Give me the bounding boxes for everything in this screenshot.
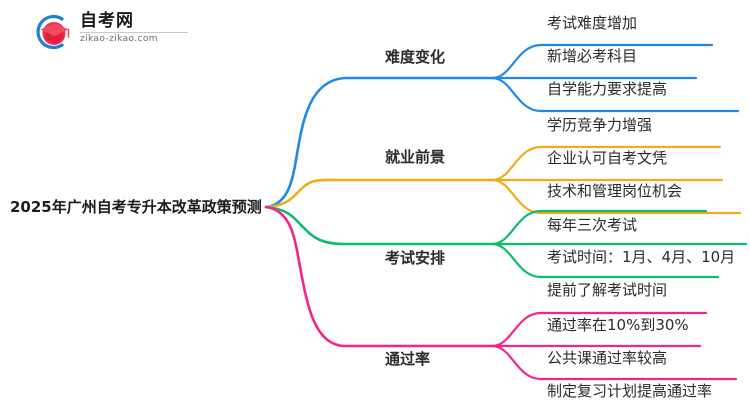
leaf-label-3-2[interactable]: 考试时间：1月、4月、10月 <box>547 248 736 266</box>
leaf-label-3-3[interactable]: 提前了解考试时间 <box>547 281 668 299</box>
logo-wordmark: 自考网 zikao-zikao.com <box>80 11 192 45</box>
branch-label-4[interactable]: 通过率 <box>385 350 431 368</box>
leaf-label-2-2[interactable]: 企业认可自考文凭 <box>547 149 668 167</box>
branch-label-3[interactable]: 考试安排 <box>385 249 446 267</box>
leaf-label-1-1[interactable]: 考试难度增加 <box>547 14 638 32</box>
branch-connector-3 <box>264 205 748 279</box>
leaf-label-2-3[interactable]: 技术和管理岗位机会 <box>547 182 683 200</box>
logo-divider <box>80 32 188 33</box>
leaf-label-4-3[interactable]: 制定复习计划提高通过率 <box>547 382 713 400</box>
branch-connector-1 <box>264 43 740 209</box>
leaf-label-4-1[interactable]: 通过率在10%到30% <box>547 316 689 334</box>
leaf-label-4-2[interactable]: 公共课通过率较高 <box>547 349 668 367</box>
leaf-label-3-1[interactable]: 每年三次考试 <box>547 216 638 234</box>
leaf-label-1-3[interactable]: 自学能力要求提高 <box>547 80 668 98</box>
logo-title: 自考网 <box>80 11 134 31</box>
branch-connector-4 <box>264 205 738 381</box>
leaf-label-2-1[interactable]: 学历竞争力增强 <box>547 116 653 134</box>
leaf-label-1-2[interactable]: 新增必考科目 <box>547 47 638 65</box>
root-node-label[interactable]: 2025年广州自考专升本改革政策预测 <box>10 198 262 216</box>
logo-subtitle: zikao-zikao.com <box>80 34 158 44</box>
branch-label-1[interactable]: 难度变化 <box>385 48 446 66</box>
graduation-cap-icon <box>30 12 76 52</box>
branch-connector-2 <box>264 145 742 215</box>
site-logo: 自考网 zikao-zikao.com <box>30 10 190 54</box>
branch-label-2[interactable]: 就业前景 <box>385 148 446 166</box>
